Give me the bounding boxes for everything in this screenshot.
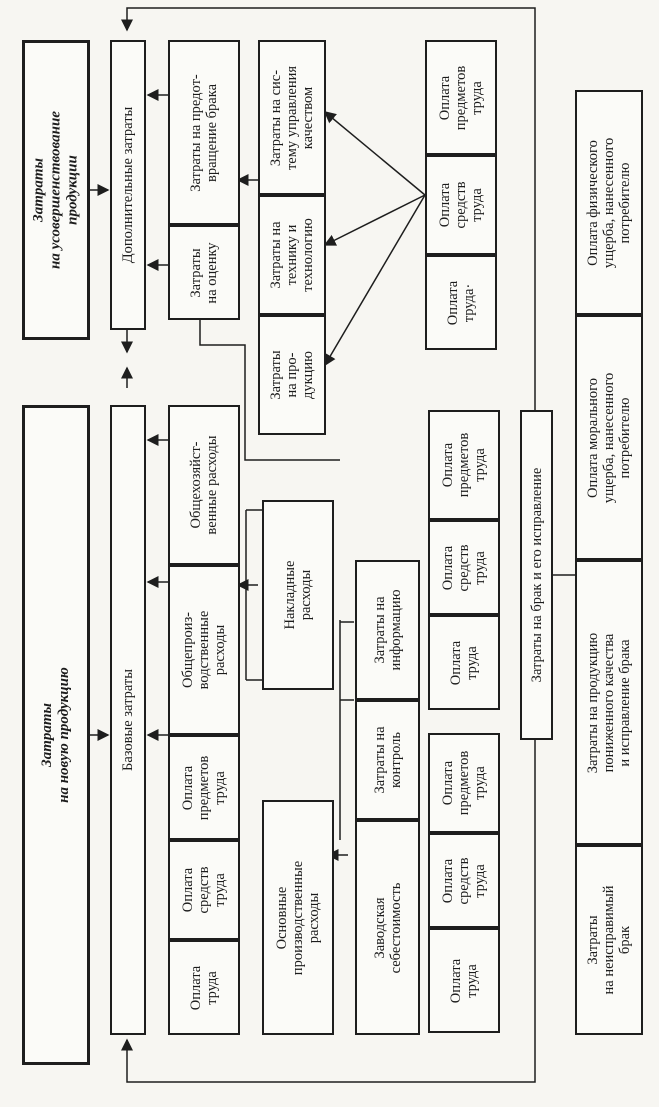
quality-system-costs-box: Затраты на сис- тему управления качество…	[258, 40, 326, 195]
defects-bar: Затраты на брак и его исправление	[520, 410, 553, 740]
base-pay-objects-label: Оплата предметов труда	[180, 755, 228, 820]
technique-costs-box: Затраты на технику и технологию	[258, 195, 326, 315]
new-product-costs-box: Затраты на новую продукцию	[22, 405, 90, 1065]
information-costs-label: Затраты на информацию	[371, 589, 404, 671]
base-pay-labor-box: Оплата труда	[168, 940, 240, 1035]
general-business-box: Общехозяйст- венные расходы	[168, 405, 240, 565]
main-production-label: Основные производственные расходы	[274, 860, 322, 975]
prevention-costs-label: Затраты на предот- вращение брака	[188, 73, 220, 192]
physical-damage-label: Оплата физического ущерба, нанесенного п…	[585, 137, 633, 268]
info-pay-labor-box: Оплата труда	[428, 615, 500, 710]
control-costs-label: Затраты на контроль	[371, 726, 404, 794]
new-product-costs-label: Затраты на новую продукцию	[39, 667, 72, 803]
improvement-costs-box: Затраты на усовершенствование продукции	[22, 40, 90, 340]
overhead-box: Накладные расходы	[262, 500, 334, 690]
assessment-costs-box: Затраты на оценку	[168, 225, 240, 320]
technique-costs-label: Затраты на технику и технологию	[268, 218, 316, 292]
factory-cost-label: Заводская себестоимость	[371, 882, 404, 973]
base-costs-bar: Базовые затраты	[110, 405, 146, 1035]
additional-pay-objects-box: Оплата предметов труда	[425, 40, 497, 155]
info-pay-means-box: Оплата средств труда	[428, 520, 500, 615]
control-pay-labor-label: Оплата труда	[448, 958, 480, 1003]
control-pay-means-box: Оплата средств труда	[428, 833, 500, 928]
prevention-costs-box: Затраты на предот- вращение брака	[168, 40, 240, 225]
factory-cost-box: Заводская себестоимость	[355, 820, 420, 1035]
info-pay-means-label: Оплата средств труда	[440, 544, 488, 591]
overhead-label: Накладные расходы	[282, 560, 314, 630]
improvement-costs-label: Затраты на усовершенствование продукции	[30, 111, 81, 269]
moral-damage-box: Оплата морального ущерба, нанесенного по…	[575, 315, 643, 560]
assessment-costs-label: Затраты на оценку	[188, 241, 220, 304]
control-pay-labor-box: Оплата труда	[428, 928, 500, 1033]
general-business-label: Общехозяйст- венные расходы	[188, 435, 220, 535]
general-production-box: Общепроиз- водственные расходы	[168, 565, 240, 735]
additional-pay-means-box: Оплата средств труда	[425, 155, 497, 255]
unfixable-defects-label: Затраты на неисправимый брак	[585, 885, 633, 995]
base-costs-title: Базовые затраты	[120, 669, 136, 771]
base-pay-objects-box: Оплата предметов труда	[168, 735, 240, 840]
quality-system-costs-label: Затраты на сис- тему управления качество…	[268, 65, 316, 170]
base-pay-means-box: Оплата средств труда	[168, 840, 240, 940]
additional-pay-objects-label: Оплата предметов труда	[437, 65, 485, 130]
control-pay-means-label: Оплата средств труда	[440, 857, 488, 904]
unfixable-defects-box: Затраты на неисправимый брак	[575, 845, 643, 1035]
info-pay-objects-label: Оплата предметов труда	[440, 432, 488, 498]
moral-damage-label: Оплата морального ущерба, нанесенного по…	[585, 372, 633, 503]
additional-costs-title: Дополнительные затраты	[120, 106, 136, 264]
additional-costs-bar: Дополнительные затраты	[110, 40, 146, 330]
main-production-box: Основные производственные расходы	[262, 800, 334, 1035]
additional-pay-labor-label: Оплата труда·	[445, 280, 477, 325]
general-production-label: Общепроиз- водственные расходы	[180, 610, 228, 690]
low-quality-label: Затраты на продукцию пониженного качеств…	[585, 632, 633, 773]
product-costs-box: Затраты на про- дукцию	[258, 315, 326, 435]
info-pay-objects-box: Оплата предметов труда	[428, 410, 500, 520]
information-costs-box: Затраты на информацию	[355, 560, 420, 700]
additional-pay-means-label: Оплата средств труда	[437, 181, 485, 229]
control-pay-objects-label: Оплата предметов труда	[440, 750, 488, 816]
physical-damage-box: Оплата физического ущерба, нанесенного п…	[575, 90, 643, 315]
base-pay-means-label: Оплата средств труда	[180, 866, 228, 914]
control-costs-box: Затраты на контроль	[355, 700, 420, 820]
additional-pay-labor-box: Оплата труда·	[425, 255, 497, 350]
info-pay-labor-label: Оплата труда	[448, 640, 480, 685]
control-pay-objects-box: Оплата предметов труда	[428, 733, 500, 833]
low-quality-box: Затраты на продукцию пониженного качеств…	[575, 560, 643, 845]
base-pay-labor-label: Оплата труда	[188, 965, 220, 1010]
product-costs-label: Затраты на про- дукцию	[268, 350, 316, 400]
defects-title: Затраты на брак и его исправление	[528, 467, 545, 683]
